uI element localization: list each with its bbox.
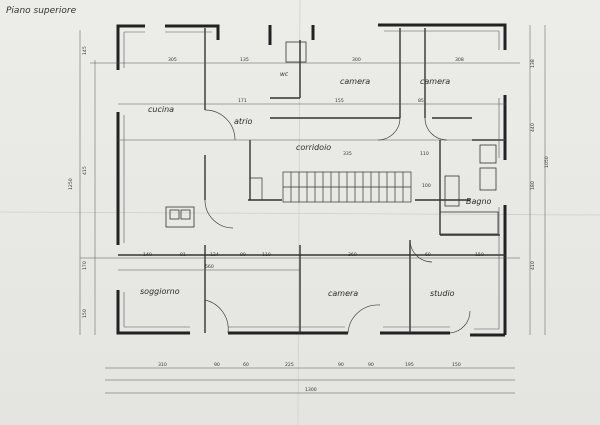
dim-low-8: 150: [475, 252, 484, 258]
dim-corr-1: 335: [343, 151, 352, 157]
sheet-title: Piano superiore: [6, 6, 77, 16]
dim-top-1: 305: [168, 57, 177, 63]
exterior-walls: [116, 23, 507, 337]
dim-low-4: 90: [240, 252, 246, 258]
dim-bot-3: 60: [243, 362, 249, 368]
dim-bot-8: 150: [452, 362, 461, 368]
door-swings: [204, 109, 471, 334]
room-label-wc: wc: [280, 71, 289, 78]
room-label-cucina: cucina: [148, 105, 174, 114]
room-label-soggiorno: soggiorno: [140, 287, 180, 296]
dim-low-5: 110: [262, 252, 271, 258]
dim-top-3: 300: [352, 57, 361, 63]
room-label-bagno: Bagno: [466, 197, 492, 206]
dim-top-2: 135: [240, 57, 249, 63]
dim-bot-2: 90: [214, 362, 220, 368]
dim-bot-5: 90: [338, 362, 344, 368]
dim-left-2: 415: [82, 166, 88, 175]
dim-corr-3: 100: [422, 183, 431, 189]
stove-fixture: [165, 206, 195, 228]
dim-left-1: 145: [82, 46, 88, 55]
dim-right-total: 1050: [544, 156, 550, 168]
dim-bot-6: 90: [368, 362, 374, 368]
dim-bot-4: 225: [285, 362, 294, 368]
dim-right-2: 440: [530, 123, 536, 132]
dim-low-2: 91: [180, 252, 186, 258]
dim-low-1: 140: [143, 252, 152, 258]
dim-right-4: 410: [530, 261, 536, 270]
room-label-camera-1: camera: [340, 77, 370, 86]
room-label-corridoio: corridoio: [296, 143, 331, 152]
dim-mid-3: 85: [418, 98, 424, 104]
wall-inner-lines: [123, 30, 500, 330]
dim-left-4: 150: [82, 309, 88, 318]
dim-top-4: 308: [455, 57, 464, 63]
bath-sink: [479, 144, 497, 164]
dim-low-3: 124: [210, 252, 219, 258]
dim-corr-2: 110: [420, 151, 429, 157]
room-label-camera-2: camera: [420, 77, 450, 86]
fixtures: [165, 41, 499, 235]
dim-low-7: 60: [425, 252, 431, 258]
room-label-studio: studio: [430, 289, 455, 298]
dimension-lines: [79, 25, 546, 394]
dim-low-6: 360: [348, 252, 357, 258]
wc-fixture: [285, 41, 307, 63]
dim-left-total: 1250: [68, 178, 74, 190]
dim-bot-total: 1300: [305, 387, 317, 393]
dim-bot-1: 310: [158, 362, 167, 368]
dim-left-3: 170: [82, 261, 88, 270]
staircase: [250, 171, 412, 203]
bathtub-fixture: [444, 175, 460, 207]
dim-mid-1: 171: [238, 98, 247, 104]
room-label-atrio: atrio: [234, 117, 253, 126]
interior-walls: [118, 28, 505, 333]
dim-right-3: 180: [530, 181, 536, 190]
dim-mid-2: 155: [335, 98, 344, 104]
room-label-camera-3: camera: [328, 289, 358, 298]
dim-bot-7: 195: [405, 362, 414, 368]
bath-cabinet: [479, 167, 497, 191]
dim-low-total: 560: [205, 264, 214, 270]
dim-right-1: 138: [530, 59, 536, 68]
